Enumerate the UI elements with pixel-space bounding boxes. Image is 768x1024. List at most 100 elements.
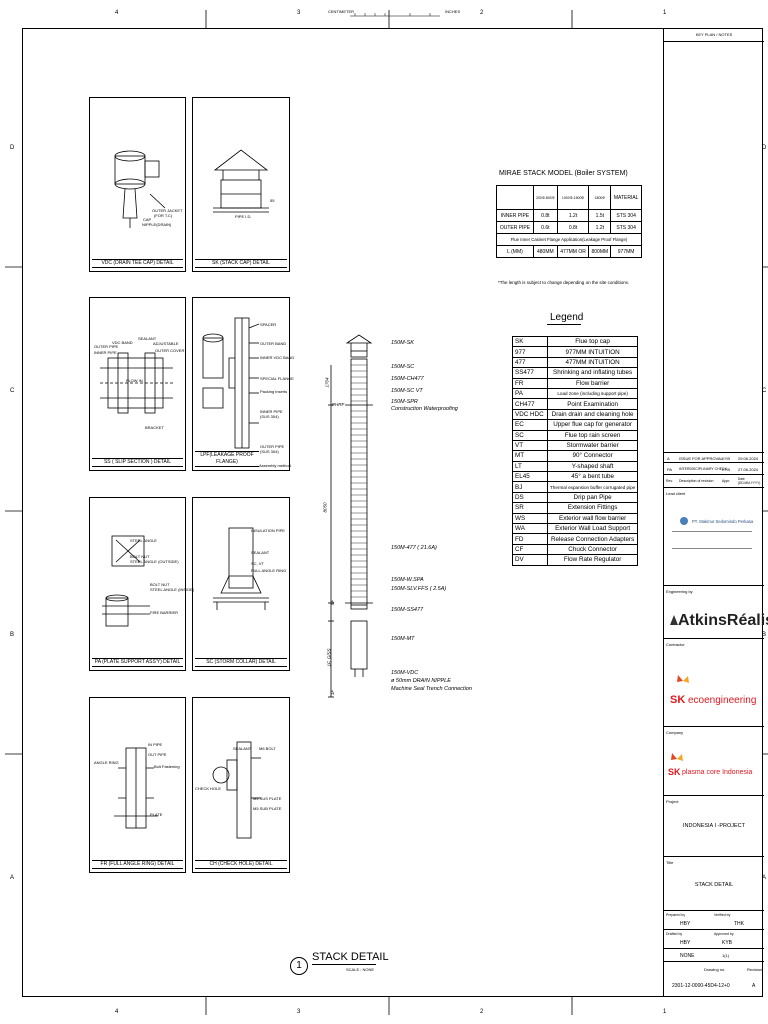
legend-code: 477 bbox=[512, 356, 548, 369]
stack-label-trench: Machine Seal Trench Connection bbox=[391, 686, 472, 692]
detail-ch: SEALANT M6 BOLT CHECK HOLE M4 SUS PLATE … bbox=[192, 697, 290, 873]
fr-label-2: ANGLE RING bbox=[94, 760, 119, 765]
detail-number-circle: 1 bbox=[290, 957, 308, 975]
sc-caption: SC (STORM COLLAR) DETAIL bbox=[195, 658, 287, 667]
legend-code: DV bbox=[512, 554, 548, 566]
stack-dim-3: 9F bbox=[330, 599, 336, 606]
sc-drawing bbox=[213, 527, 269, 610]
ss-label-7: BRACKET bbox=[145, 425, 164, 430]
grid-bottom-4: 4 bbox=[115, 1009, 119, 1015]
drafted-row: Drafted by Approved by HBY KYB bbox=[664, 931, 764, 949]
pa-caption: PA (PLATE SUPPORT ASS'Y) DETAIL bbox=[92, 658, 183, 667]
legend-description: Release Connection Adapters bbox=[546, 533, 639, 545]
grid-top-2: 2 bbox=[480, 10, 484, 16]
spec-cell: STS 304 bbox=[610, 209, 642, 222]
company-name: plasma core Indonesia bbox=[682, 769, 753, 776]
scale-row: NONE 1(1) bbox=[664, 950, 764, 962]
grid-top-1: 1 bbox=[663, 10, 667, 16]
pa-label-1: BOLT NUT bbox=[130, 554, 150, 559]
stack-label-vdc: 150M-VDC bbox=[391, 670, 419, 676]
ch-label-4: M5 SUB PLATE bbox=[253, 806, 282, 811]
spec-cell: 1.2t bbox=[556, 209, 590, 222]
vdc-label-3: NIPPLE(DRAIN) bbox=[142, 222, 172, 227]
fr-label-3: Bolt Fastening bbox=[154, 764, 180, 769]
spec-cell: 0.6t bbox=[532, 221, 558, 234]
stack-dim-4: 1F, G/SS bbox=[326, 648, 332, 667]
spec-header-cell: 1000Φ-1500Φ bbox=[556, 185, 590, 210]
spec-table-title: MIRAE STACK MODEL (Boiler SYSTEM) bbox=[499, 170, 628, 177]
ch-label-2: CHECK HOLE bbox=[195, 786, 222, 791]
ch-label-1: M6 BOLT bbox=[259, 746, 276, 751]
main-title-scale: SCALE : NONE bbox=[346, 967, 375, 972]
contractor-name: ecoengineering bbox=[688, 695, 757, 706]
prepared-by-label: Prepared by bbox=[666, 913, 686, 917]
grid-left-c: C bbox=[10, 388, 15, 394]
stack-label-sc: 150M-SC bbox=[391, 364, 415, 370]
lpf-label-8: (SUS 304) bbox=[260, 449, 279, 454]
lpf-drawing bbox=[202, 317, 260, 449]
spec-length-or: OR bbox=[578, 248, 586, 255]
stack-label-slv: 150M-SLV.FFS ( 2.5A) bbox=[391, 586, 447, 592]
fr-caption: FR (FULL ANGLE RING) DETAIL bbox=[92, 860, 183, 869]
rev-code: A bbox=[667, 456, 670, 461]
ch-caption: CH (CHECK HOLE) DETAIL bbox=[195, 860, 287, 869]
revision-value: A bbox=[752, 983, 756, 989]
grid-right-c: C bbox=[762, 388, 767, 394]
fr-label-4: PLATE bbox=[150, 812, 163, 817]
legend-code: CF bbox=[512, 543, 548, 556]
stack-label-ss477: 150M-SS477 bbox=[391, 607, 424, 613]
revision-header-row: Rev. Description of revision Appr. Date … bbox=[664, 476, 764, 488]
ss-caption: SS ( SLIP SECTION ) DETAIL bbox=[92, 458, 183, 467]
lead-client-name: PT. Makmur Sedomindo Perkasa bbox=[692, 519, 754, 524]
pa-label-2: STEEL ANGLE (OUTSIDE) bbox=[130, 559, 179, 564]
ch-drawing bbox=[212, 741, 261, 839]
vdc-label-2: CAP bbox=[143, 217, 152, 222]
ss-label-5: INNER PIPE bbox=[94, 350, 117, 355]
drawing-title: STACK DETAIL bbox=[694, 882, 734, 888]
sc-label-3: FULL ANGLE RING bbox=[251, 568, 287, 573]
legend-description: 45° a bent tube bbox=[546, 471, 639, 483]
engineering-company: AtkinsRéalis bbox=[678, 612, 768, 629]
legend-description: Load zone (including support pipe) bbox=[546, 387, 639, 400]
legend-description: Flue top cap bbox=[546, 335, 639, 348]
lpf-label-5: INNER PIPE bbox=[260, 409, 283, 414]
legend-description: Chuck Connector bbox=[546, 543, 639, 556]
stack-label-sk: 150M-SK bbox=[391, 340, 414, 346]
verified-by: THK bbox=[734, 921, 744, 927]
title-label: Title bbox=[666, 860, 674, 865]
pa-label-4: STEEL ANGLE (INSIDE) bbox=[150, 587, 195, 592]
sk-butterfly-icon bbox=[677, 675, 689, 683]
project-label: Project bbox=[666, 799, 679, 804]
grid-left-d: D bbox=[10, 145, 15, 151]
ss-label-4: OUTER COVER bbox=[155, 348, 185, 353]
legend-description: Exterior Wall Load Support bbox=[546, 523, 639, 535]
drafted-by: HBY bbox=[680, 940, 691, 946]
legend-code: BJ bbox=[512, 481, 548, 493]
detail-sc: INSULATION PIPE SEALANT SC, VT FULL ANGL… bbox=[192, 497, 290, 671]
legend-description: Shrinking and inflating tubes bbox=[546, 367, 639, 379]
legend-code: FR bbox=[512, 377, 548, 389]
spec-table-row: INNER PIPE 0.8t 1.2t 1.5t STS 304 bbox=[496, 209, 642, 222]
legend-description: Y-shaped shaft bbox=[546, 460, 639, 473]
lpf-label-9: Assembly method bbox=[259, 463, 291, 468]
legend-description: Exterior wall flow barrier bbox=[546, 512, 639, 525]
lead-client-details bbox=[672, 531, 752, 549]
lead-client-logo-icon bbox=[680, 517, 688, 525]
spec-cell: OUTER PIPE bbox=[496, 221, 534, 234]
spec-cell: INNER PIPE bbox=[496, 209, 534, 222]
grid-bottom-2: 2 bbox=[480, 1009, 484, 1015]
approved-by: KYB bbox=[722, 940, 733, 946]
stack-dim-0: 1704 bbox=[324, 377, 330, 388]
grid-right-d: D bbox=[762, 145, 767, 151]
